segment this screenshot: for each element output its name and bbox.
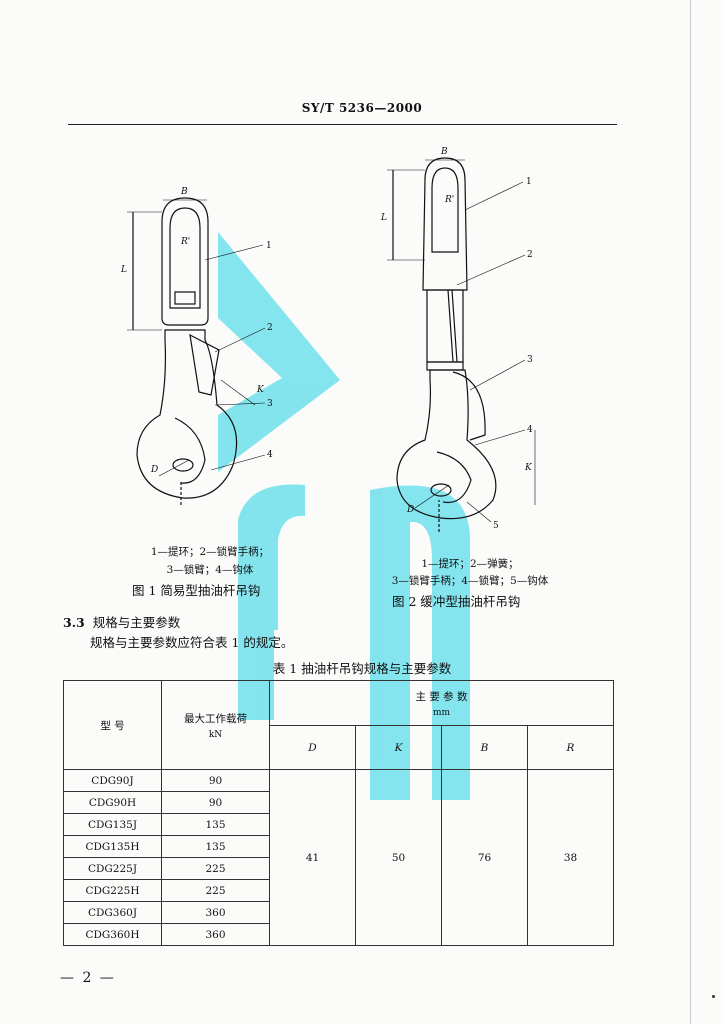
table1-value-k: 50 <box>355 769 442 946</box>
figure2-legend-line2: 3—锁臂手柄；4—锁臂；5—钩体 <box>391 575 549 587</box>
table1-cell-model: CDG225H <box>63 879 162 902</box>
figure2-caption: 图 2 缓冲型抽油杆吊钩 <box>392 594 521 609</box>
table-row: CDG135J 135 <box>63 813 614 836</box>
table1-cell-load: 360 <box>161 923 270 946</box>
figure2-legend-line1: 1—提环；2—弹簧； <box>421 558 519 570</box>
table-row: CDG225H 225 <box>63 879 614 902</box>
table1-title: 表 1 抽油杆吊钩规格与主要参数 <box>272 661 452 676</box>
fig2-part-2: 2 <box>527 250 533 260</box>
standard-code-header: SY/T 5236—2000 <box>301 101 423 115</box>
section-title: 规格与主要参数 <box>92 615 181 630</box>
page-number: — 2 — <box>60 970 116 986</box>
fig2-dim-l: L <box>380 213 387 223</box>
fig1-part-4: 4 <box>267 450 273 460</box>
fig1-part-1: 1 <box>266 241 272 251</box>
table1-value-d: 41 <box>269 769 356 946</box>
section-number: 3.3 <box>63 615 85 630</box>
table1-cell-model: CDG225J <box>63 857 162 880</box>
fig2-part-4: 4 <box>527 425 533 435</box>
fig2-dim-d: D <box>406 505 414 515</box>
table1-value-r: 38 <box>526 769 615 946</box>
table1-cell-load: 225 <box>161 857 270 880</box>
figure1-legend-line1: 1—提环；2—锁臂手柄； <box>150 546 270 558</box>
table1-cell-load: 135 <box>161 813 270 836</box>
section-text: 规格与主要参数应符合表 1 的规定。 <box>90 635 294 650</box>
table1-cell-load: 90 <box>161 791 270 814</box>
table1-cell-load: 225 <box>161 879 270 902</box>
table1-header-params-unit: mm <box>432 707 451 718</box>
table1-cell-load: 135 <box>161 835 270 858</box>
fig1-dim-r: R' <box>180 237 190 247</box>
fig1-dim-d: D <box>150 465 158 475</box>
table1-cell-model: CDG90H <box>63 791 162 814</box>
fig2-part-5: 5 <box>493 521 499 531</box>
table1-header-model: 型 号 <box>63 680 162 770</box>
table-row: CDG90J 90 41 50 76 38 <box>63 769 615 946</box>
table1-cell-load: 360 <box>161 901 270 924</box>
table1-header-b: B <box>441 725 528 770</box>
figure1-caption: 图 1 简易型抽油杆吊钩 <box>132 583 261 598</box>
header-rule <box>68 124 617 125</box>
fig1-dim-b: B <box>180 187 188 197</box>
table1-cell-load: 90 <box>161 769 270 792</box>
table1-header-d: D <box>269 725 356 770</box>
figure2-buffer-hook-drawing: B L R' K D 1 2 3 4 5 <box>380 147 536 532</box>
fig2-dim-k: K <box>524 463 533 473</box>
fig2-dim-b: B <box>440 147 448 157</box>
figure1-legend-line2: 3—锁臂；4—钩体 <box>166 564 254 576</box>
scan-speck <box>712 995 715 998</box>
section-heading: 3.3 规格与主要参数 <box>63 612 180 631</box>
table1-cell-model: CDG135J <box>63 813 162 836</box>
table1-cell-model: CDG135H <box>63 835 162 858</box>
table1-header-k: K <box>355 725 442 770</box>
fig2-part-1: 1 <box>526 177 532 187</box>
table1-header-load-unit: kN <box>208 729 223 740</box>
table1-cell-model: CDG360J <box>63 901 162 924</box>
page-edge-line <box>690 0 691 1024</box>
table1-value-b: 76 <box>441 769 528 946</box>
fig1-dim-k: K <box>256 385 265 395</box>
fig2-dim-r: R' <box>444 195 454 205</box>
fig2-part-3: 3 <box>527 355 533 365</box>
table1-cell-model: CDG90J <box>63 769 162 792</box>
table-row: CDG360H 360 <box>63 923 614 946</box>
fig1-part-2: 2 <box>267 323 273 333</box>
table1-header-r: R <box>526 725 615 770</box>
figure1-simple-hook-drawing: B L R' K D 1 2 3 4 <box>120 187 273 505</box>
fig1-part-3: 3 <box>267 399 273 409</box>
fig1-dim-l: L <box>120 265 127 275</box>
table1-cell-model: CDG360H <box>63 923 162 946</box>
